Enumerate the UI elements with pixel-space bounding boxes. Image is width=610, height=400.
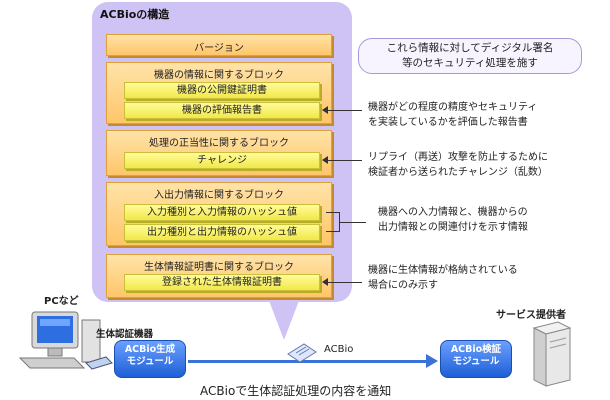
evaluation-note: 機器がどの程度の精度やセキュリティ を実装しているかを評価した報告書 — [368, 100, 537, 130]
device-evaluation-report: 機器の評価報告書 — [124, 102, 320, 119]
verify-module-line-2: モジュール — [452, 356, 500, 367]
registered-bio-cert-item: 登録された生体情報証明書 — [124, 274, 320, 291]
service-provider-label: サービス提供者 — [496, 310, 566, 321]
replay-note: リプライ（再送）攻撃を防止するために 検証者から送られたチャレンジ（乱数） — [368, 150, 548, 180]
biometric-device-icon — [85, 356, 113, 370]
acbio-verification-module: ACBio検証 モジュール — [440, 340, 512, 378]
biometric-device-label: 生体認証機器 — [96, 329, 154, 340]
device-info-label: 機器の情報に関するブロック — [154, 70, 284, 81]
arrow-bio-cert — [326, 282, 362, 283]
io-bracket — [326, 212, 340, 232]
arrow-head-evaluation — [322, 106, 328, 114]
evaluation-note-line-2: を実装しているかを評価した報告書 — [368, 117, 528, 128]
flow-arrow-head — [426, 354, 438, 368]
replay-note-line-2: 検証者から送られたチャレンジ（乱数） — [368, 167, 548, 178]
pc-icon — [18, 311, 101, 369]
panel-pointer — [268, 298, 300, 340]
gen-module-line-1: ACBio生成 — [124, 344, 176, 355]
flow-arrow-line — [188, 360, 428, 363]
acbio-generation-module: ACBio生成 モジュール — [114, 340, 186, 378]
arrow-head-bio-cert — [322, 278, 328, 286]
acbio-packet-icon — [287, 343, 317, 363]
bio-cert-label: 生体情報証明書に関するブロック — [144, 262, 294, 273]
input-hash-item: 入力種別と入力情報のハッシュ値 — [124, 204, 320, 221]
bio-cert-note: 機器に生体情報が格納されている 場合にのみ示す — [368, 263, 518, 293]
arrow-head-replay — [322, 156, 328, 164]
replay-note-line-1: リプライ（再送）攻撃を防止するために — [368, 152, 548, 163]
io-note-line-1: 機器への入力情報と、機器からの — [378, 207, 528, 218]
bio-cert-note-line-1: 機器に生体情報が格納されている — [368, 265, 518, 276]
challenge-item: チャレンジ — [124, 152, 320, 169]
process-validity-label: 処理の正当性に関するブロック — [149, 138, 289, 149]
io-note-line-2: 出力情報との関連付けを示す情報 — [378, 222, 528, 233]
io-info-label: 入出力情報に関するブロック — [154, 190, 284, 201]
server-icon — [532, 321, 572, 387]
security-note: これら情報に対してディジタル署名 等のセキュリティ処理を施す — [358, 38, 582, 74]
security-note-line-2: 等のセキュリティ処理を施す — [402, 57, 538, 69]
arrow-evaluation — [326, 110, 362, 111]
evaluation-note-line-1: 機器がどの程度の精度やセキュリティ — [368, 102, 538, 113]
panel-title: ACBioの構造 — [100, 8, 170, 21]
acbio-packet-label: ACBio — [324, 344, 354, 355]
pc-label: PCなど — [44, 296, 79, 307]
bio-cert-note-line-2: 場合にのみ示す — [368, 280, 438, 291]
device-public-key-cert: 機器の公開鍵証明書 — [124, 82, 320, 99]
version-label: バージョン — [194, 43, 244, 54]
bottom-caption: ACBioで生体認証処理の内容を通知 — [200, 384, 392, 398]
io-note: 機器への入力情報と、機器からの 出力情報との関連付けを示す情報 — [378, 205, 528, 235]
security-note-line-1: これら情報に対してディジタル署名 — [386, 42, 554, 54]
arrow-replay — [326, 160, 362, 161]
gen-module-line-2: モジュール — [126, 356, 174, 367]
arrow-io — [340, 222, 366, 223]
output-hash-item: 出力種別と出力情報のハッシュ値 — [124, 224, 320, 241]
version-block: バージョン — [106, 34, 332, 56]
verify-module-line-1: ACBio検証 — [450, 344, 502, 355]
